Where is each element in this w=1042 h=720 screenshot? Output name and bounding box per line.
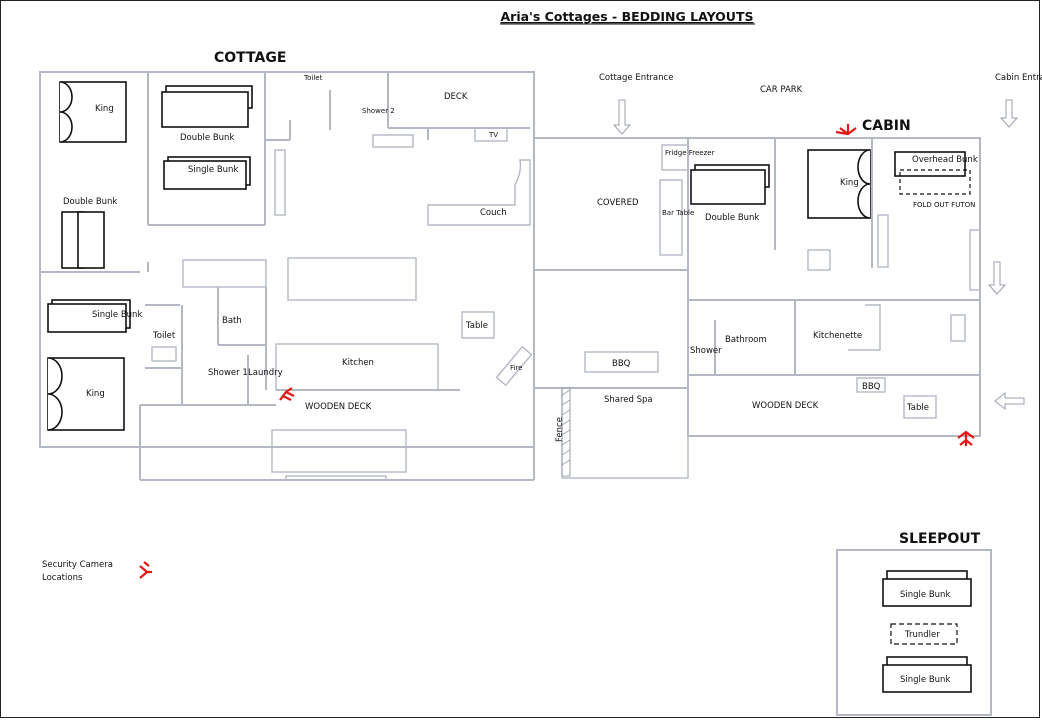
page-title: Aria's Cottages - BEDDING LAYOUTS bbox=[501, 9, 754, 24]
cottage-king-top: King bbox=[59, 81, 127, 143]
cabin-king: King bbox=[807, 149, 871, 219]
tv-label: TV bbox=[488, 131, 498, 139]
camera-icon bbox=[139, 561, 152, 579]
cottage-single-bunk-mid: Single Bunk bbox=[163, 156, 251, 190]
sleepout-single-bunk-2: Single Bunk bbox=[882, 656, 972, 693]
cabin-bbq-label: BBQ bbox=[862, 382, 881, 392]
legend-line-1: Security Camera bbox=[42, 560, 113, 570]
svg-text:Single Bunk: Single Bunk bbox=[900, 590, 950, 600]
shower1-label: Shower 1 bbox=[208, 368, 248, 378]
sleepout-single-bunk-1: Single Bunk bbox=[882, 570, 972, 607]
cottage-outdoor-table: Table bbox=[461, 311, 495, 339]
covered-label: COVERED bbox=[597, 198, 639, 208]
camera-icon bbox=[835, 124, 857, 136]
couch-label: Couch bbox=[480, 208, 507, 218]
cottage-entrance-arrow bbox=[612, 99, 632, 135]
cottage-double-bunk-left: Double Bunk bbox=[61, 197, 117, 269]
sleepout-heading: SLEEPOUT bbox=[899, 531, 981, 547]
shower2-label: Shower 2 bbox=[362, 107, 395, 115]
bar-table-label: Bar Table bbox=[662, 209, 694, 217]
fridge-label: Fridge Freezer bbox=[665, 149, 715, 157]
cabin-entrance-arrow bbox=[999, 99, 1019, 128]
cottage-king-bottom: King bbox=[47, 357, 125, 431]
laundry-label: Laundry bbox=[248, 368, 283, 378]
bbq-label: BBQ bbox=[612, 359, 631, 369]
svg-text:Fire: Fire bbox=[510, 364, 523, 372]
legend-camera-label: Security Camera bbox=[42, 560, 113, 570]
side-entry-arrow bbox=[987, 261, 1007, 295]
camera-icon bbox=[279, 387, 295, 401]
svg-text:Overhead Bunk: Overhead Bunk bbox=[912, 155, 978, 165]
toilet-top-label: Toilet bbox=[303, 74, 323, 82]
svg-text:Double Bunk: Double Bunk bbox=[63, 197, 117, 207]
cabin-double-bunk: Double Bunk bbox=[690, 164, 770, 223]
deck-entry-arrow bbox=[994, 391, 1025, 411]
cottage-entrance-label: Cottage Entrance bbox=[599, 73, 673, 83]
kitchen-label: Kitchen bbox=[342, 358, 374, 368]
car-park-label: CAR PARK bbox=[760, 85, 803, 95]
svg-text:King: King bbox=[840, 178, 859, 188]
cottage-single-bunk-left: Single Bunk bbox=[47, 299, 142, 333]
legend-camera-label-2: Locations bbox=[42, 573, 83, 583]
cottage-heading: COTTAGE bbox=[214, 50, 286, 66]
svg-text:Table: Table bbox=[906, 403, 929, 413]
svg-text:Single Bunk: Single Bunk bbox=[92, 310, 142, 320]
cabin-heading: CABIN bbox=[862, 118, 911, 134]
deck-label: DECK bbox=[444, 92, 468, 102]
svg-text:Single Bunk: Single Bunk bbox=[900, 675, 950, 685]
svg-text:King: King bbox=[86, 389, 105, 399]
svg-text:FOLD OUT FUTON: FOLD OUT FUTON bbox=[913, 201, 975, 209]
toilet-label: Toilet bbox=[152, 331, 176, 341]
bath-label: Bath bbox=[222, 316, 242, 326]
svg-text:Double Bunk: Double Bunk bbox=[180, 133, 234, 143]
fire-pit: Fire bbox=[495, 345, 533, 387]
svg-text:Trundler: Trundler bbox=[904, 630, 940, 640]
cabin-table: Table bbox=[903, 395, 937, 419]
svg-text:King: King bbox=[95, 104, 114, 114]
svg-text:Double Bunk: Double Bunk bbox=[705, 213, 759, 223]
fence-label: Fence bbox=[555, 417, 565, 442]
cottage-wooden-deck-label: WOODEN DECK bbox=[305, 402, 372, 412]
cabin-bathroom-label: Bathroom bbox=[725, 335, 767, 345]
cabin-shower-label: Shower bbox=[690, 346, 722, 356]
svg-text:Table: Table bbox=[465, 321, 488, 331]
cottage-double-bunk-top: Double Bunk bbox=[161, 85, 253, 143]
svg-text:Single Bunk: Single Bunk bbox=[188, 165, 238, 175]
cabin-wooden-deck-label: WOODEN DECK bbox=[752, 401, 819, 411]
shared-spa-label: Shared Spa bbox=[604, 395, 653, 405]
kitchenette-label: Kitchenette bbox=[813, 331, 862, 341]
cabin-entrance-label: Cabin Entrance bbox=[995, 73, 1042, 83]
sleepout-trundler: Trundler bbox=[890, 623, 958, 645]
cabin-walls bbox=[659, 137, 981, 437]
camera-icon bbox=[957, 430, 975, 446]
cabin-overhead-bunk: Overhead Bunk FOLD OUT FUTON bbox=[894, 151, 978, 209]
